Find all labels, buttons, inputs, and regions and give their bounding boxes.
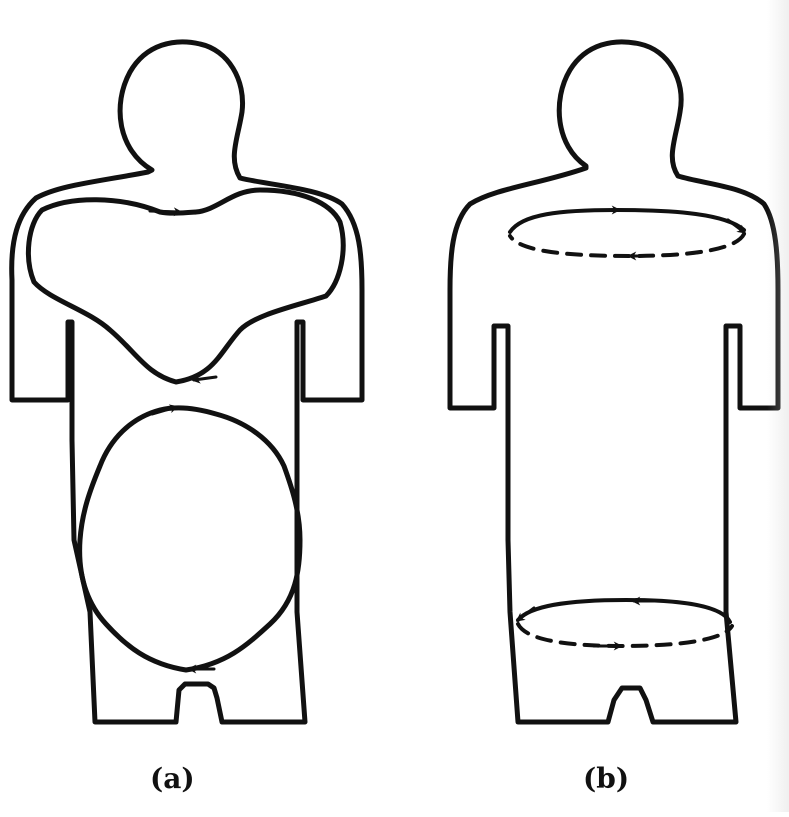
- page-edge-shading: [767, 0, 789, 812]
- arrow-a-top: [150, 211, 180, 212]
- arrow-b-lower-left: [518, 608, 534, 620]
- lower-loop-front: [518, 600, 730, 622]
- lower-current-loop: [80, 408, 300, 670]
- panel-a: [12, 42, 362, 722]
- panel-b: [450, 42, 778, 722]
- upper-loop-front: [510, 210, 744, 232]
- upper-loop-back: [510, 234, 744, 256]
- lower-loop-back: [518, 624, 732, 646]
- panel-b-caption: (b): [583, 765, 629, 793]
- panel-a-caption: (a): [150, 765, 195, 793]
